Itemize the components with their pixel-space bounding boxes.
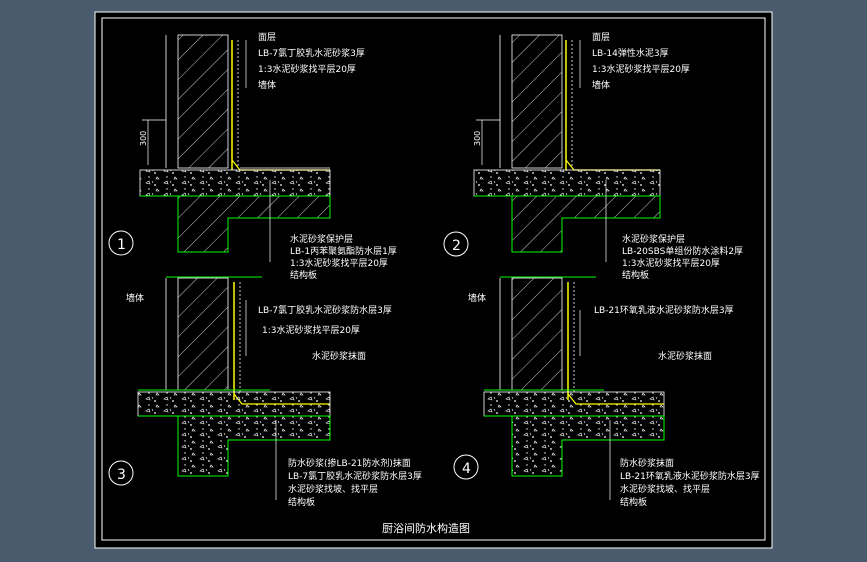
upper-label-2: LB-7氯丁胶乳水泥砂浆防水层3厚 bbox=[258, 304, 392, 316]
lower-label-1: 水泥砂浆保护层 bbox=[622, 233, 685, 245]
upper-label-2: LB-14弹性水泥3厚 bbox=[592, 47, 669, 59]
detail-number-circle bbox=[453, 454, 479, 480]
lower-label-1: 水泥砂浆保护层 bbox=[290, 233, 353, 245]
wall bbox=[511, 277, 563, 391]
inner-frame bbox=[101, 17, 766, 541]
lower-label-4: 结构板 bbox=[622, 269, 649, 281]
detail-number-circle bbox=[443, 231, 469, 257]
upper-label-2: LB-7氯丁胶乳水泥砂浆3厚 bbox=[258, 47, 365, 59]
upper-label-4: 水泥砂浆抹面 bbox=[312, 350, 366, 362]
wall bbox=[177, 277, 229, 391]
dimension-value: 300 bbox=[473, 131, 482, 146]
lower-label-2: LB-20SBS单组份防水涂料2厚 bbox=[622, 245, 743, 257]
detail-number: 3 bbox=[117, 467, 126, 483]
lower-label-4: 结构板 bbox=[620, 496, 647, 508]
upper-label-2: LB-21环氧乳液水泥砂浆防水层3厚 bbox=[594, 304, 734, 316]
lower-label-3: 水泥砂浆找坡、找平层 bbox=[288, 483, 378, 495]
detail-number-circle bbox=[108, 230, 134, 256]
drawing-title: 厨浴间防水构造图 bbox=[382, 521, 470, 535]
detail-2: 300 2 面层 LB-14弹性水泥3厚 1:3水泥砂浆找平层20厚 墙体 水泥… bbox=[443, 32, 743, 281]
upper-label-1: 面层 bbox=[258, 32, 276, 43]
detail-3: 3 墙体 LB-7氯丁胶乳水泥砂浆防水层3厚 1:3水泥砂浆找平层20厚 水泥砂… bbox=[108, 276, 422, 508]
beam bbox=[138, 415, 331, 477]
detail-number: 2 bbox=[452, 238, 461, 254]
dimension-value: 300 bbox=[139, 131, 148, 146]
wall bbox=[511, 34, 563, 169]
beam bbox=[140, 195, 331, 253]
floor-slab bbox=[483, 391, 665, 417]
beam bbox=[484, 415, 665, 477]
floor-slab bbox=[137, 391, 331, 417]
detail-1: 300 1 面层 LB-7氯丁胶乳水泥砂浆3厚 1:3水泥砂浆找平层20厚 墙体… bbox=[108, 32, 397, 281]
lower-label-4: 结构板 bbox=[290, 269, 317, 281]
lower-label-1: 防水砂浆抹面 bbox=[620, 457, 674, 469]
upper-label-4: 墙体 bbox=[592, 79, 610, 91]
upper-label-3: 1:3水泥砂浆找平层20厚 bbox=[258, 63, 356, 75]
detail-4: 4 墙体 LB-21环氧乳液水泥砂浆防水层3厚 水泥砂浆抹面 防水砂浆抹面 LB… bbox=[453, 276, 760, 508]
upper-label-3: 1:3水泥砂浆找平层20厚 bbox=[262, 324, 360, 336]
detail-number: 4 bbox=[462, 461, 471, 477]
floor-slab bbox=[139, 169, 331, 197]
detail-number: 1 bbox=[117, 237, 126, 253]
upper-label-1: 墙体 bbox=[468, 292, 486, 304]
lower-label-3: 水泥砂浆找坡、找平层 bbox=[620, 483, 710, 495]
detail-number-circle bbox=[108, 460, 134, 486]
lower-label-2: LB-1丙苯聚氨酯防水层1厚 bbox=[290, 245, 397, 257]
upper-label-4: 墙体 bbox=[258, 79, 276, 91]
lower-label-3: 1:3水泥砂浆找平层20厚 bbox=[622, 257, 720, 269]
upper-label-1: 面层 bbox=[592, 32, 610, 43]
lower-label-1: 防水砂浆(掺LB-21防水剂)抹面 bbox=[288, 457, 411, 469]
lower-label-4: 结构板 bbox=[288, 496, 315, 508]
upper-label-3: 1:3水泥砂浆找平层20厚 bbox=[592, 63, 690, 75]
wall bbox=[177, 34, 229, 169]
lower-label-2: LB-21环氧乳液水泥砂浆防水层3厚 bbox=[620, 470, 760, 482]
beam bbox=[474, 195, 661, 253]
floor-slab bbox=[473, 169, 661, 197]
upper-label-3: 水泥砂浆抹面 bbox=[658, 350, 712, 362]
upper-label-1: 墙体 bbox=[126, 292, 144, 304]
lower-label-2: LB-7氯丁胶乳水泥砂浆防水层3厚 bbox=[288, 470, 422, 482]
lower-label-3: 1:3水泥砂浆找平层20厚 bbox=[290, 257, 388, 269]
